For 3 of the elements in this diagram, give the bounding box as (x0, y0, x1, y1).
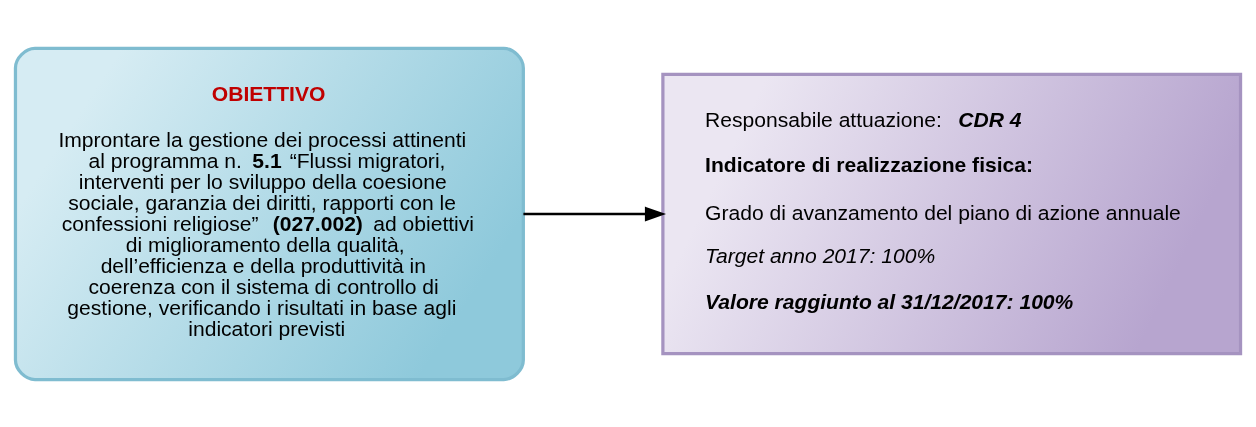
node-box: OBIETTIVO Improntare la gestione dei processi attinenti al programma n. 5.1 “Flussi migratori, interventi per lo sviluppo della coesione sociale, garanzia dei diritti, rapporti con le confessioni religiose” (027.002) ad obiettivi di miglioramento della qualità, dell’efficienza e della produttività in coerenza con il sistema di controllo di gestione, verificando i risultati in base agli indicatori previsti (13, 46, 525, 381)
node-box: Responsabile attuazione: CDR 4 Indicatore di realizzazione fisica: Grado di avanzamento del piano di azione annuale Target anno 2017: 100% Valore raggiunto al 31/12/2017: 100% (661, 72, 1243, 355)
arrow (523, 206, 667, 221)
